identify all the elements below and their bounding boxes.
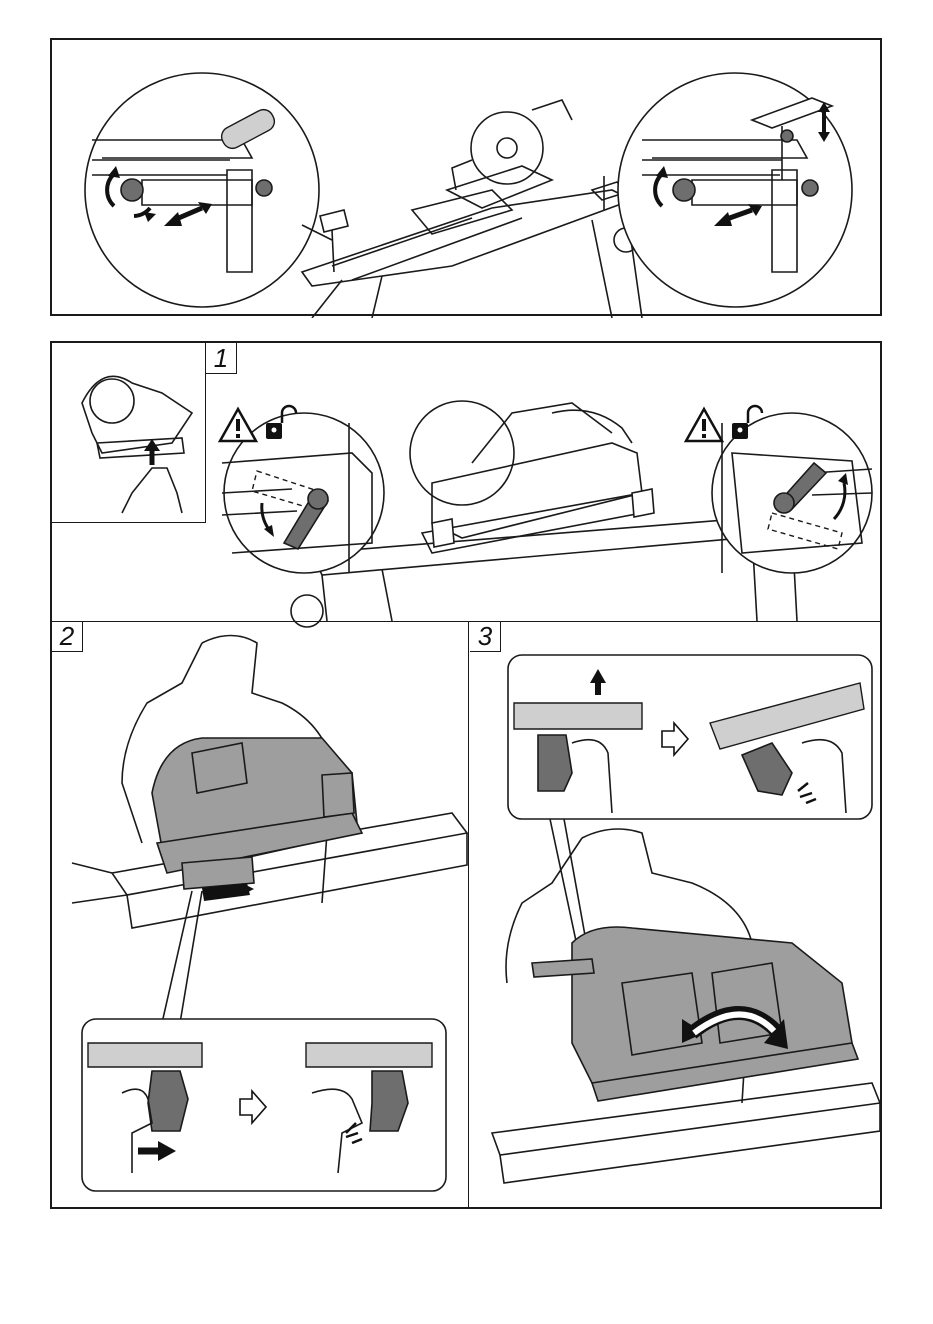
step-2-latch-detail	[82, 1019, 446, 1191]
panel-stand-supports	[50, 38, 882, 316]
steps-illustration	[52, 343, 884, 1211]
stand-supports-illustration	[52, 40, 884, 318]
step-3-person-tilting-saw	[492, 829, 880, 1183]
saw-on-stand	[302, 100, 642, 318]
panel-mounting-steps: 1 2 3	[50, 341, 882, 1209]
stop-support-detail	[618, 73, 852, 307]
roller-support-detail	[85, 73, 332, 307]
step-2-person-placing-saw	[72, 636, 467, 1024]
